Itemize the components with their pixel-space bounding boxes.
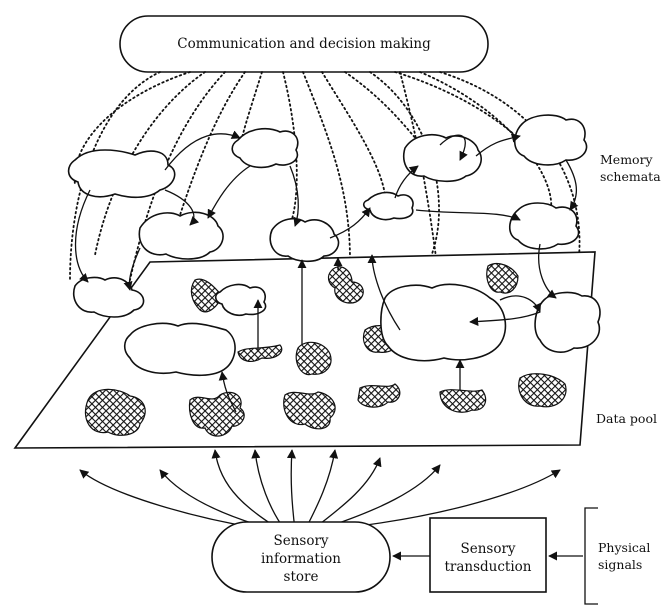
communication-label: Communication and decision making: [177, 36, 431, 52]
solid-arrows: [74, 130, 579, 413]
store-line2: information: [261, 551, 341, 567]
transduction-line1: Sensory: [460, 541, 515, 557]
communication-box: Communication and decision making: [119, 15, 489, 73]
store-line1: Sensory: [273, 533, 328, 549]
physical-signals-bracket: [584, 507, 598, 605]
store-line3: store: [284, 569, 319, 585]
memory-clouds: [67, 114, 601, 377]
sensory-information-store: Sensory information store: [211, 521, 391, 593]
sensory-transduction-box: Sensory transduction: [429, 517, 547, 593]
memory-label-line2: schemata: [600, 169, 661, 184]
memory-label-line1: Memory: [600, 152, 654, 167]
data-blobs: [84, 263, 567, 437]
physical-label-line2: signals: [598, 557, 642, 572]
data-pool-label: Data pool: [596, 411, 657, 426]
transduction-line2: transduction: [444, 559, 531, 575]
physical-label-line1: Physical: [598, 540, 650, 555]
